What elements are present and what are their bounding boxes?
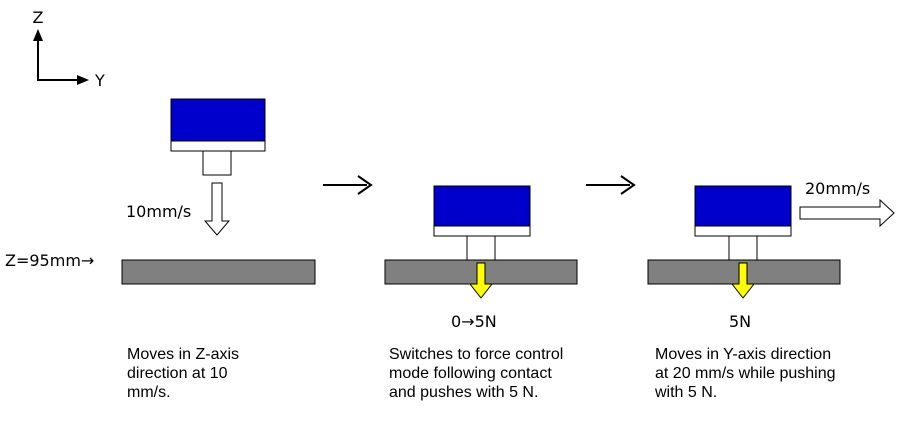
caption-line: with 5 N. <box>655 384 718 401</box>
caption-line: Switches to force control <box>389 346 564 363</box>
caption-line: at 20 mm/s while pushing <box>655 365 836 382</box>
transition-arrowhead-1 <box>357 175 373 195</box>
caption-line: mm/s. <box>127 384 171 401</box>
force-arrow <box>730 262 756 299</box>
caption-line: Moves in Y-axis direction <box>655 346 832 363</box>
speed-label-20mm-s: 20mm/s <box>805 179 870 198</box>
robot-tool-tip <box>466 235 496 261</box>
y-axis-arrowhead <box>77 75 89 85</box>
robot-head-body <box>433 185 531 227</box>
downward-motion-arrow <box>203 182 231 236</box>
robot-head-body <box>170 98 266 142</box>
caption-line: direction at 10 <box>127 365 228 382</box>
robot-head-flange <box>170 140 266 152</box>
axis-indicator: Z Y <box>33 8 105 90</box>
step-3-traverse: 5N 20mm/s <box>647 179 895 331</box>
z-axis-label: Z <box>33 8 44 27</box>
force-label-0-to-5n: 0→5N <box>451 312 497 331</box>
z-axis-arrowhead <box>33 29 43 41</box>
workpiece-plate <box>121 259 316 285</box>
step-1-approach: 10mm/s Z=95mm→ <box>5 98 316 285</box>
force-label-5n: 5N <box>729 312 751 331</box>
transition-arrow-2 <box>586 175 636 195</box>
transition-arrow-1 <box>323 175 373 195</box>
robot-head-body <box>694 185 792 227</box>
caption-line: mode following contact <box>389 365 552 382</box>
robot-tool-tip <box>202 150 232 176</box>
z-height-label: Z=95mm→ <box>5 251 94 270</box>
robot-head-flange <box>433 225 531 237</box>
horizontal-motion-arrow <box>799 198 895 228</box>
step-1-caption: Moves in Z-axis direction at 10 mm/s. <box>127 345 377 402</box>
step-2-caption: Switches to force control mode following… <box>389 345 639 402</box>
robot-tool-tip <box>728 235 758 261</box>
speed-label-10mm-s: 10mm/s <box>126 202 191 221</box>
transition-arrowhead-2 <box>620 175 636 195</box>
robot-head-flange <box>694 225 792 237</box>
caption-line: Moves in Z-axis <box>127 346 240 363</box>
y-axis-label: Y <box>94 71 105 90</box>
step-2-contact: 0→5N <box>384 185 578 331</box>
force-arrow <box>468 262 494 299</box>
step-3-caption: Moves in Y-axis direction at 20 mm/s whi… <box>655 345 898 402</box>
caption-line: and pushes with 5 N. <box>389 384 539 401</box>
